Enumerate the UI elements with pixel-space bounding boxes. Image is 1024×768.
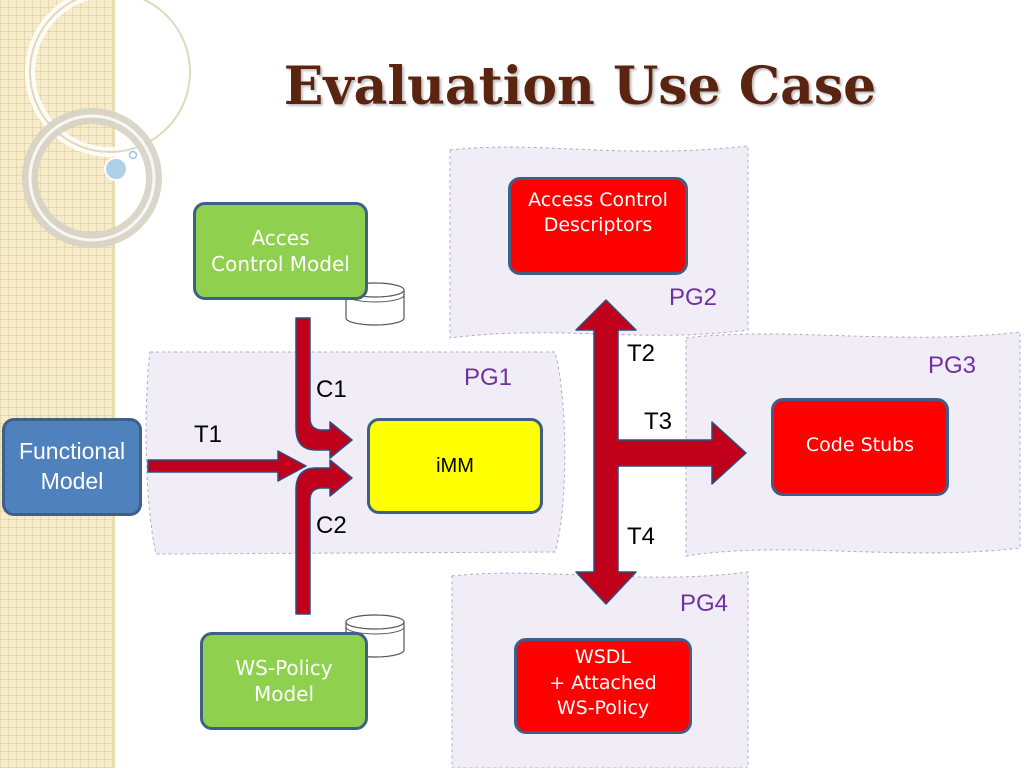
edge-label-c1: C1 <box>316 376 347 403</box>
ws-policy-model-box: WS-Policy Model <box>200 632 368 730</box>
wsdl-line-2: + Attached <box>549 671 657 694</box>
arrow-t1 <box>147 450 307 482</box>
wsdl-line-3: WS-Policy <box>556 697 650 720</box>
wsdl-line-1: WSDL <box>574 646 632 668</box>
ws-policy-model-line-2: Model <box>253 682 315 706</box>
access-control-model-line-2: Control Model <box>211 252 350 276</box>
edge-label-c2: C2 <box>316 512 347 539</box>
arrow-c2 <box>295 459 353 615</box>
group-label-pg1: PG1 <box>464 364 513 391</box>
group-label-pg4: PG4 <box>680 590 729 617</box>
functional-model-box: Functional Model <box>2 418 142 516</box>
wsdl-box: WSDL + Attached WS-Policy <box>514 638 692 734</box>
edge-label-t3: T3 <box>644 408 673 435</box>
edge-label-t2: T2 <box>627 340 656 367</box>
access-control-model-line-1: Acces <box>251 226 310 250</box>
code-stubs-box: Code Stubs <box>771 398 949 496</box>
access-control-model-box: Acces Control Model <box>193 202 368 300</box>
access-control-descriptors-line-2: Descriptors <box>543 213 653 236</box>
group-label-pg2: PG2 <box>669 284 718 311</box>
arrow-c1 <box>295 317 353 459</box>
access-control-descriptors-box: Access Control Descriptors <box>508 177 688 275</box>
imm-box: iMM <box>367 418 543 514</box>
functional-model-line-2: Model <box>40 468 104 494</box>
edge-label-t4: T4 <box>627 523 656 550</box>
code-stubs-label: Code Stubs <box>805 434 915 456</box>
sidebar-edge <box>112 0 115 768</box>
ws-policy-model-line-1: WS-Policy <box>235 656 333 680</box>
edge-label-t1: T1 <box>194 421 223 448</box>
group-label-pg3: PG3 <box>928 352 977 379</box>
page-title: Evaluation Use Case <box>283 56 877 117</box>
arrow-t2-t3-t4 <box>575 299 747 605</box>
functional-model-line-1: Functional <box>18 438 126 465</box>
decorative-circles <box>22 0 195 248</box>
access-control-descriptors-line-1: Access Control <box>528 189 668 211</box>
imm-label: iMM <box>436 455 474 477</box>
